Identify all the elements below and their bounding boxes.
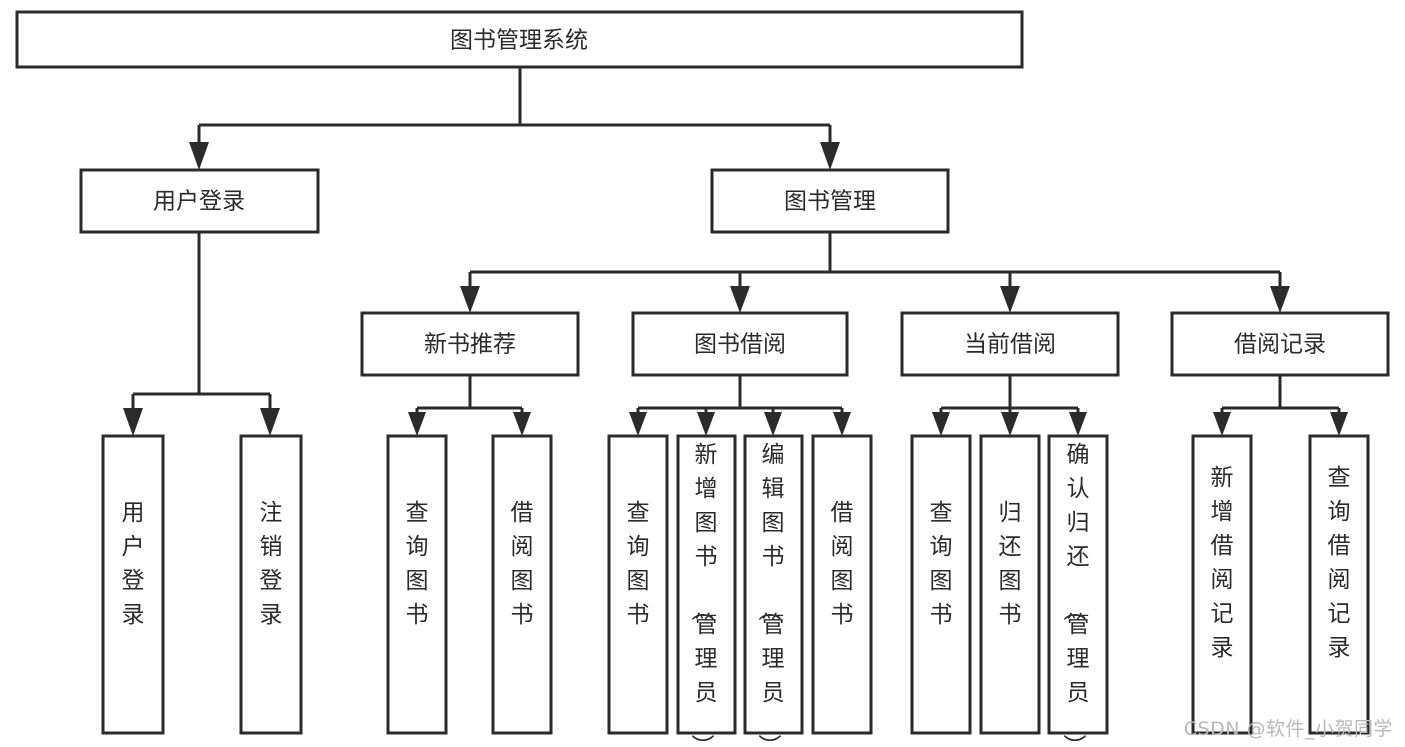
- arrow-head-leaf-add-record: [1213, 412, 1231, 436]
- node-leaf-add-book-label: 新增图书（管理员）: [689, 442, 718, 747]
- connector-group-book-management: [460, 232, 1290, 313]
- node-leaf-add-record-box[interactable]: [1191, 434, 1253, 735]
- node-current-borrow-label: 当前借阅: [964, 332, 1056, 358]
- arrow-head-leaf-logout-login: [260, 408, 280, 436]
- node-leaf-return-book-label: 归还图书: [999, 500, 1022, 628]
- node-new-book-recommend-label: 新书推荐: [424, 332, 516, 358]
- node-leaf-query-book-2-label: 查询图书: [627, 500, 650, 628]
- node-leaf-query-book-2[interactable]: 查询图书: [607, 434, 669, 735]
- node-leaf-borrow-book-1-box[interactable]: [491, 434, 553, 735]
- node-leaf-add-book-box[interactable]: [676, 434, 737, 735]
- node-leaf-add-record[interactable]: 新增借阅记录: [1191, 434, 1253, 735]
- node-leaf-borrow-book-1-label: 借阅图书: [511, 500, 534, 628]
- arrow-head-leaf-edit-book: [764, 412, 782, 436]
- node-new-book-recommend-box[interactable]: [360, 311, 580, 377]
- node-leaf-query-book-3[interactable]: 查询图书: [910, 434, 972, 735]
- arrow-head-leaf-query-book-1: [408, 412, 426, 436]
- connector-group-borrow-record: [1213, 375, 1348, 436]
- node-leaf-query-book-3-label: 查询图书: [930, 500, 953, 628]
- arrow-head-user-login: [189, 142, 209, 170]
- node-leaf-query-book-1-box[interactable]: [386, 434, 448, 735]
- node-leaf-borrow-book-2[interactable]: 借阅图书: [811, 434, 873, 735]
- node-root-box[interactable]: [15, 10, 1024, 69]
- node-root-label: 图书管理系统: [450, 28, 588, 54]
- node-leaf-confirm-return[interactable]: 确认归还（管理员）: [1047, 434, 1109, 747]
- node-user-login-box[interactable]: [79, 168, 320, 234]
- node-leaf-add-book[interactable]: 新增图书（管理员）: [676, 434, 737, 747]
- node-book-management-label: 图书管理: [784, 189, 876, 215]
- node-current-borrow[interactable]: 当前借阅: [900, 311, 1120, 377]
- node-leaf-edit-book-label: 编辑图书（管理员）: [756, 442, 785, 747]
- node-leaf-query-book-1[interactable]: 查询图书: [386, 434, 448, 735]
- node-leaf-return-book[interactable]: 归还图书: [979, 434, 1041, 735]
- node-borrow-record[interactable]: 借阅记录: [1170, 311, 1390, 377]
- node-borrow-record-box[interactable]: [1170, 311, 1390, 377]
- node-user-login[interactable]: 用户登录: [79, 168, 320, 234]
- node-new-book-recommend[interactable]: 新书推荐: [360, 311, 580, 377]
- node-book-borrow[interactable]: 图书借阅: [631, 311, 849, 377]
- node-book-management-box[interactable]: [710, 168, 950, 234]
- node-leaf-borrow-book-2-box[interactable]: [811, 434, 873, 735]
- arrow-head-new-book-recommend: [460, 286, 480, 313]
- node-leaf-logout-login-box[interactable]: [239, 434, 303, 735]
- connector-group-current-borrow: [932, 375, 1087, 436]
- node-leaf-logout-login-label: 注销登录: [260, 500, 283, 628]
- node-leaf-edit-book-box[interactable]: [743, 434, 804, 735]
- node-leaf-return-book-box[interactable]: [979, 434, 1041, 735]
- arrow-head-leaf-query-book-2: [629, 412, 647, 436]
- node-leaf-confirm-return-label: 确认归还（管理员）: [1061, 442, 1090, 747]
- arrow-head-book-borrow: [730, 286, 750, 313]
- connector-group-root: [189, 67, 840, 170]
- node-leaf-logout-login[interactable]: 注销登录: [239, 434, 303, 735]
- node-leaf-user-login[interactable]: 用户登录: [101, 434, 165, 735]
- arrow-head-leaf-return-book: [1001, 412, 1019, 436]
- arrow-head-leaf-confirm-return: [1069, 412, 1087, 436]
- node-leaf-borrow-book-2-label: 借阅图书: [831, 500, 854, 628]
- node-book-management[interactable]: 图书管理: [710, 168, 950, 234]
- node-leaf-user-login-box[interactable]: [101, 434, 165, 735]
- arrow-head-leaf-query-record: [1330, 412, 1348, 436]
- node-leaf-query-record[interactable]: 查询借阅记录: [1308, 434, 1370, 735]
- arrow-head-leaf-borrow-book-1: [513, 412, 531, 436]
- connector-group-book-borrow: [629, 375, 851, 436]
- node-borrow-record-label: 借阅记录: [1234, 332, 1326, 358]
- node-leaf-add-record-label: 新增借阅记录: [1211, 465, 1234, 661]
- watermark-text: CSDN @软件_小贺同学: [1183, 718, 1393, 740]
- node-book-borrow-box[interactable]: [631, 311, 849, 377]
- arrow-head-leaf-query-book-3: [932, 412, 950, 436]
- node-leaf-user-login-label: 用户登录: [122, 500, 145, 628]
- node-book-borrow-label: 图书借阅: [694, 332, 786, 358]
- node-leaf-query-book-2-box[interactable]: [607, 434, 669, 735]
- node-root[interactable]: 图书管理系统: [15, 10, 1024, 69]
- arrow-head-leaf-borrow-book-2: [833, 412, 851, 436]
- arrow-head-leaf-add-book: [697, 412, 715, 436]
- arrow-head-book-management: [820, 142, 840, 170]
- node-current-borrow-box[interactable]: [900, 311, 1120, 377]
- connector-group-user-login: [123, 232, 280, 436]
- arrow-head-leaf-user-login: [123, 408, 143, 436]
- node-leaf-query-book-1-label: 查询图书: [406, 500, 429, 628]
- arrow-head-borrow-record: [1270, 286, 1290, 313]
- node-leaf-query-book-3-box[interactable]: [910, 434, 972, 735]
- node-leaf-query-record-label: 查询借阅记录: [1328, 465, 1351, 661]
- node-user-login-label: 用户登录: [153, 189, 245, 215]
- node-leaf-edit-book[interactable]: 编辑图书（管理员）: [743, 434, 804, 747]
- node-leaf-borrow-book-1[interactable]: 借阅图书: [491, 434, 553, 735]
- connector-group-new-book-recommend: [408, 375, 531, 436]
- arrow-head-current-borrow: [1000, 286, 1020, 313]
- node-leaf-query-record-box[interactable]: [1308, 434, 1370, 735]
- node-leaf-confirm-return-box[interactable]: [1047, 434, 1109, 735]
